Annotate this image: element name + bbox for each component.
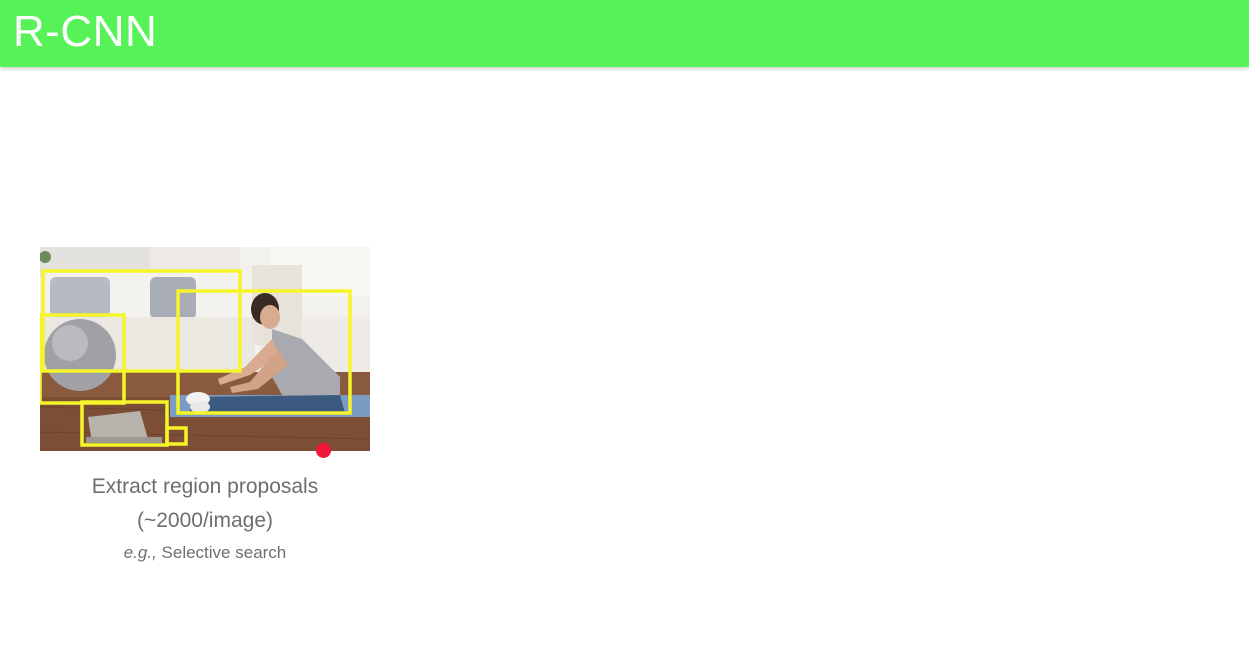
- caption-example: e.g., Selective search: [10, 541, 400, 565]
- caption-eg: e.g.,: [123, 543, 157, 562]
- slide-title: R-CNN: [13, 7, 158, 56]
- caption-count: (~2000/image): [137, 509, 273, 532]
- title-bar: R-CNN: [0, 0, 1249, 67]
- region-proposals-photo: [40, 247, 370, 451]
- caption-method: Selective search: [156, 543, 287, 562]
- laser-pointer-dot: [316, 443, 331, 458]
- caption-title: Extract region proposals: [91, 475, 319, 498]
